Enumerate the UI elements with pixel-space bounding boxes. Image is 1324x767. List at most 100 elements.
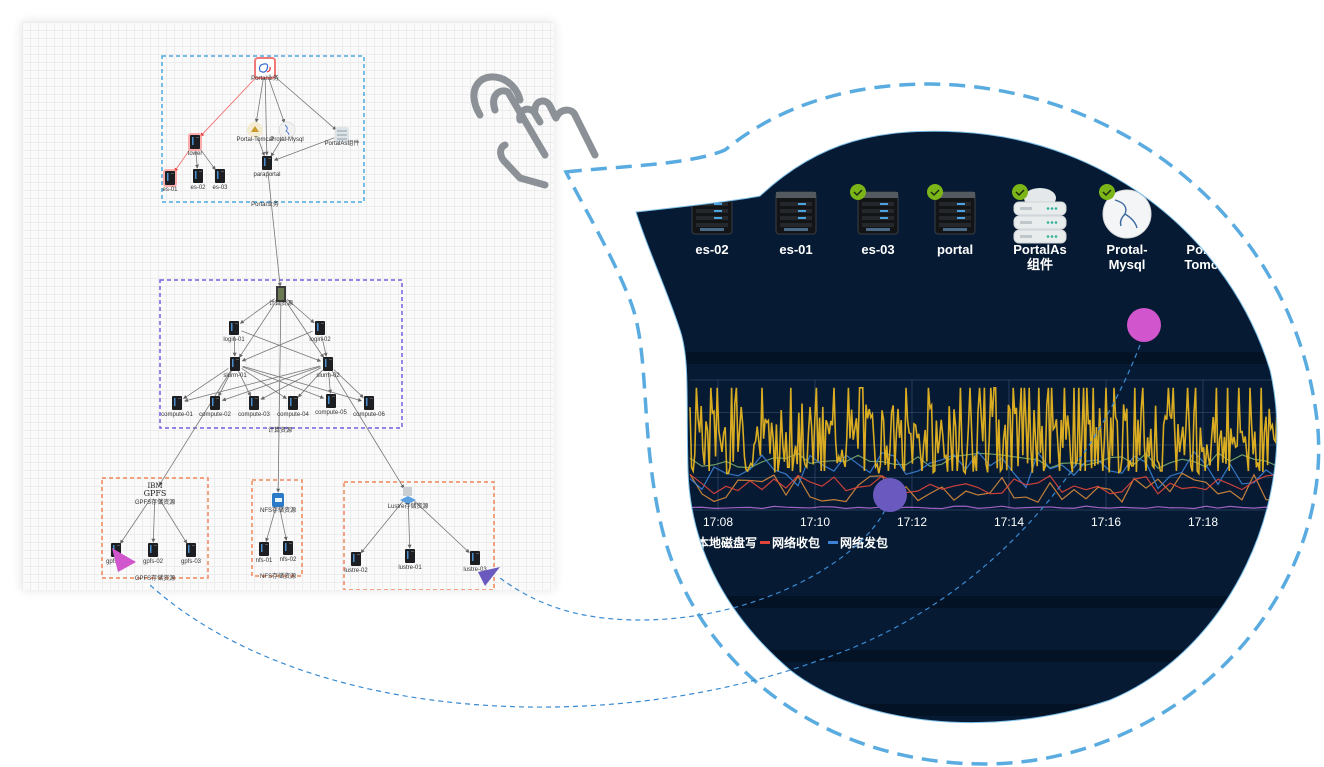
node-protal-mysql[interactable]: Protal-Mysql (270, 121, 304, 143)
row-divider (636, 704, 1277, 716)
node-label-compute-02: compute-02 (199, 412, 231, 418)
node-portalas[interactable]: PortalAs组件 (325, 127, 360, 147)
magenta-marker (1127, 308, 1161, 342)
node-compute-06[interactable]: compute-06 (353, 396, 386, 418)
legend-label[interactable]: 网络收包 (772, 535, 820, 550)
legend-label[interactable]: 本地磁盘写 (697, 535, 757, 550)
node-lustre-02[interactable]: lustre-02 (344, 552, 368, 574)
node-label-portal-tomcat: Portal-Tomcat (236, 137, 273, 143)
group-lustre[interactable] (343, 481, 495, 590)
node-label-es-02: es-02 (190, 185, 206, 191)
node-login-01[interactable]: login-01 (223, 321, 245, 343)
row-divider (636, 596, 1277, 608)
node-label-lustre-res: Lustre存储资源 (388, 502, 429, 510)
node-es-01[interactable]: es-01 (162, 169, 178, 193)
node-es-02[interactable]: es-02 (190, 169, 206, 191)
host-PortalAs组件[interactable]: PortalAs组件 (1012, 184, 1067, 272)
node-tower[interactable]: tower (188, 133, 203, 157)
legend-swatch (760, 541, 770, 544)
edge-login-02-slurm-02 (321, 335, 328, 357)
svg-text:IBM: IBM (147, 482, 162, 490)
legend-label[interactable]: 网络发包 (840, 535, 888, 550)
svg-text:GPFS: GPFS (144, 489, 167, 498)
group-label-nfs: NFS存储资源 (260, 572, 296, 580)
ok-badge-icon (850, 184, 866, 200)
node-login-02[interactable]: login-02 (309, 321, 331, 343)
node-label-portal-biz: Portal业务 (251, 74, 279, 82)
callout-outline (563, 82, 1321, 766)
edge-compute-res-slurm-02 (285, 300, 324, 358)
x-tick-label: 17:12 (897, 515, 927, 529)
node-label-nfs-02: nfs-02 (280, 557, 297, 563)
ok-badge-icon (927, 184, 943, 200)
node-label-nfs-01: nfs-01 (256, 558, 273, 564)
group-nfs[interactable] (251, 479, 303, 577)
node-label-compute-04: compute-04 (277, 412, 309, 418)
node-gpfs-03[interactable]: gpfs-03 (181, 543, 202, 565)
node-label-lustre-01: lustre-01 (398, 565, 422, 571)
node-gpfs-02[interactable]: gpfs-02 (143, 543, 164, 565)
node-lustre-res[interactable]: Lustre存储资源 (388, 487, 429, 510)
x-tick-label: 17:10 (800, 515, 830, 529)
edge-slurm-02-compute-02 (221, 366, 321, 402)
host-label: portal (937, 242, 973, 257)
host-es-01[interactable]: es-01 (775, 191, 817, 257)
node-nfs-01[interactable]: nfs-01 (256, 542, 273, 564)
node-nfs-02[interactable]: nfs-02 (280, 541, 297, 563)
edge-slurm-01-compute-05 (242, 366, 325, 399)
node-label-gpfs-res: GPFS存储资源 (135, 498, 175, 506)
x-tick-label: 17:16 (1091, 515, 1121, 529)
host-label: Mysql (1109, 257, 1146, 272)
node-label-tower: tower (188, 151, 203, 157)
series-series-purple (689, 505, 1277, 510)
node-label-compute-06: compute-06 (353, 412, 385, 418)
hand-pointer-icon (470, 73, 599, 189)
host-es-03[interactable]: es-03 (850, 184, 899, 257)
edge-slurm-01-gpfs-res (158, 370, 232, 486)
node-compute-res[interactable]: 计算资源 (269, 286, 293, 307)
series-本地磁盘写 (689, 386, 1277, 476)
node-compute-04[interactable]: compute-04 (277, 396, 310, 418)
node-paraportal[interactable]: paraportal (253, 156, 281, 178)
node-lustre-03[interactable]: lustre-03 (463, 551, 487, 573)
node-compute-05[interactable]: compute-05 (315, 394, 348, 416)
node-lustre-01[interactable]: lustre-01 (398, 549, 422, 571)
connector-line-lustre (499, 509, 886, 621)
node-label-lustre-03: lustre-03 (463, 567, 487, 573)
edge-portal-tomcat-paraportal (257, 137, 266, 157)
node-label-gpfs-03: gpfs-03 (181, 559, 202, 565)
host-Protal-Mysql[interactable]: Protal-Mysql (1099, 184, 1152, 272)
node-label-nfs-res: NFS存储资源 (260, 506, 296, 514)
edge-portal-biz-portalas (270, 72, 337, 131)
edge-compute-res-slurm-01 (239, 300, 277, 358)
zoom-bubble-edge (635, 130, 1278, 724)
host-Portal-Tomcat[interactable]: Portal-Tomcat (1183, 190, 1231, 272)
node-portal-biz[interactable]: Portal业务 (251, 57, 279, 82)
edge-paraportal-compute-res (267, 170, 282, 287)
connector-line-gpfs (149, 344, 1141, 708)
node-nfs-res[interactable]: NFS存储资源 (260, 493, 296, 514)
group-portal[interactable] (161, 55, 365, 203)
group-label-portal: Portal业务 (251, 200, 279, 208)
group-compute[interactable] (159, 279, 403, 429)
node-label-gpfs-02: gpfs-02 (143, 559, 164, 565)
node-slurm-01[interactable]: slurm-01 (223, 357, 247, 379)
node-compute-03[interactable]: compute-03 (238, 396, 271, 418)
edge-portal-biz-tower (200, 73, 260, 137)
node-compute-02[interactable]: compute-02 (199, 396, 232, 418)
node-label-login-02: login-02 (309, 337, 331, 343)
node-label-es-03: es-03 (212, 185, 228, 191)
node-portal-tomcat[interactable]: Portal-Tomcat (236, 122, 274, 143)
node-compute-01[interactable]: compute-01 (161, 396, 194, 418)
group-gpfs[interactable] (101, 477, 209, 579)
edge-login-01-slurm-01 (232, 335, 237, 357)
node-slurm-02[interactable]: slurm-02 (316, 357, 340, 379)
purple-marker (873, 478, 907, 512)
node-es-03[interactable]: es-03 (212, 169, 228, 191)
host-portal[interactable]: portal (927, 184, 976, 257)
